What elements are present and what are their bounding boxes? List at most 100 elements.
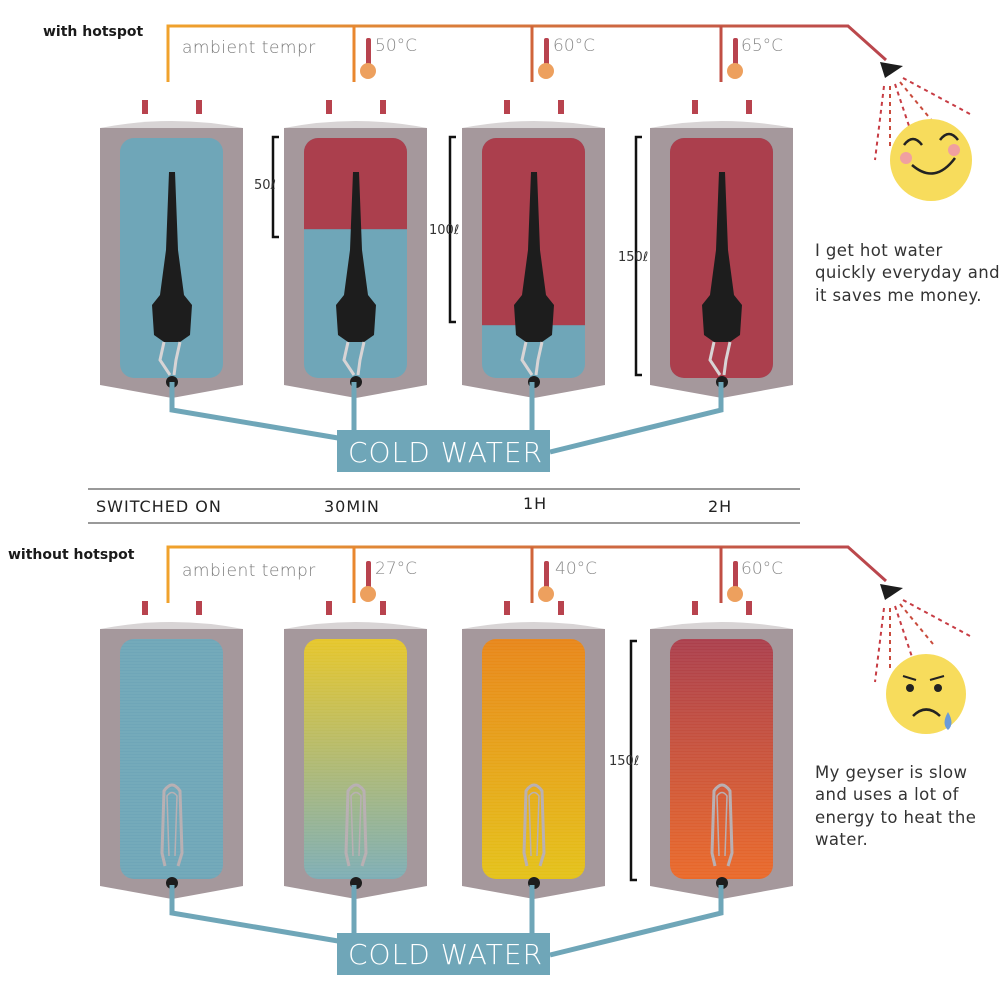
- blush: [900, 152, 912, 164]
- thermometer-icon: [733, 38, 738, 66]
- happy-eye: [939, 132, 959, 141]
- element-loop-inner: [528, 791, 540, 857]
- section-title-without-hotspot: without hotspot: [8, 547, 135, 563]
- geyser-tank-3: [650, 601, 793, 899]
- water-spray-line: [894, 605, 913, 658]
- hot-outlet-stub: [326, 100, 332, 114]
- tank-lid: [100, 622, 243, 629]
- blush: [948, 144, 960, 156]
- shower-head-icon: [880, 62, 903, 78]
- tank-lid: [462, 622, 605, 629]
- cold-water-label: COLD WATER: [348, 436, 544, 469]
- sad-mouth: [912, 708, 941, 717]
- hotspot-element-icon: [702, 172, 742, 342]
- cold-water-label-2: COLD WATER: [348, 938, 544, 971]
- temp-label-1h-2: 40°C: [555, 559, 598, 579]
- element-wire: [342, 341, 366, 376]
- hotspot-element-icon: [514, 172, 554, 342]
- capacity-bracket-50l: [271, 135, 279, 239]
- timeline-1h: 1H: [523, 494, 548, 513]
- geyser-tank-2: [462, 601, 605, 899]
- hot-outlet-stub: [692, 100, 698, 114]
- drain-outlet-icon: [166, 877, 178, 889]
- element-loop-inner: [166, 791, 178, 857]
- cold-water-box: [337, 933, 550, 975]
- thermometer-icon: [733, 561, 738, 589]
- sad-eye: [934, 684, 942, 692]
- capacity-bracket-150l-2: [629, 639, 637, 882]
- temp-label-30min-2: 27°C: [375, 559, 418, 579]
- thermometer-bulb: [360, 586, 376, 602]
- water-spray-line: [902, 77, 971, 115]
- tank-lid: [462, 121, 605, 128]
- sad-eye: [906, 684, 914, 692]
- hot-outlet-stub: [326, 601, 332, 615]
- section-title-with-hotspot: with hotspot: [43, 24, 144, 40]
- capacity-label-50l: 50ℓ: [254, 178, 276, 193]
- capacity-bracket-150l: [634, 135, 642, 377]
- capacity-label-150l: 150ℓ: [618, 250, 649, 265]
- water-fill: [304, 639, 407, 879]
- hot-pipe: [166, 24, 888, 82]
- water-fill: [670, 639, 773, 879]
- thermometer-icon: [544, 38, 549, 66]
- thermometer-bulb: [360, 63, 376, 79]
- temp-label-2h: 65°C: [741, 36, 784, 56]
- thermometer-icon: [544, 561, 549, 589]
- tank-lid: [650, 622, 793, 629]
- thermometer-bulb: [727, 63, 743, 79]
- hot-outlet-stub: [504, 100, 510, 114]
- element-wire: [708, 341, 732, 376]
- hotspot-element-icon: [152, 172, 192, 342]
- hotspot-element-icon: [336, 172, 376, 342]
- sad-face-icon: [886, 654, 966, 734]
- sad-brow: [929, 675, 945, 681]
- water-spray-line: [902, 599, 971, 637]
- standard-element-icon: [522, 783, 546, 867]
- geyser-tank-0: [100, 100, 243, 398]
- water-spray-line: [899, 603, 934, 645]
- hot-outlet-stub: [558, 100, 564, 114]
- tank-lid: [650, 121, 793, 128]
- tear-drop-icon: [944, 712, 952, 730]
- standard-element-icon: [710, 783, 734, 867]
- cold-pipe: [169, 885, 339, 944]
- sad-brow: [902, 675, 917, 681]
- timeline-30min: 30MIN: [324, 497, 380, 516]
- tank-lid: [100, 121, 243, 128]
- happy-caption: I get hot water quickly everyday and it …: [815, 241, 1000, 305]
- timeline-switched-on: SWITCHED ON: [96, 497, 222, 516]
- cold-pipe: [169, 382, 339, 441]
- hot-outlet-stub: [196, 100, 202, 114]
- thermometer-bulb: [727, 586, 743, 602]
- hot-outlet-stub: [692, 601, 698, 615]
- thermometer-icon: [366, 38, 371, 66]
- standard-element-icon: [160, 783, 184, 867]
- water-spray-line: [874, 85, 885, 161]
- geyser-tank-1: [284, 100, 427, 398]
- temp-label-30min: 50°C: [375, 36, 418, 56]
- temp-label-2h-2: 60°C: [741, 559, 784, 579]
- shower-head-icon: [880, 584, 903, 600]
- tank-lid: [284, 622, 427, 629]
- tank-lid: [284, 121, 427, 128]
- hot-outlet-stub: [196, 601, 202, 615]
- water-spray-line: [874, 607, 885, 683]
- element-loop-inner: [716, 791, 728, 857]
- water-spray-line: [899, 81, 934, 123]
- hot-outlet-stub: [380, 100, 386, 114]
- cold-pipe: [549, 382, 724, 455]
- cold-water-box: [337, 430, 550, 472]
- geyser-tank-3: [650, 100, 793, 398]
- hot-outlet-stub: [380, 601, 386, 615]
- capacity-label-100l: 100ℓ: [429, 223, 460, 238]
- element-wire: [158, 341, 182, 376]
- hot-outlet-stub: [746, 100, 752, 114]
- hot-outlet-stub: [504, 601, 510, 615]
- geyser-tank-1: [284, 601, 427, 899]
- geyser-tank-0: [100, 601, 243, 899]
- water-fill: [120, 639, 223, 879]
- happy-mouth: [911, 157, 957, 175]
- element-wire: [520, 341, 544, 376]
